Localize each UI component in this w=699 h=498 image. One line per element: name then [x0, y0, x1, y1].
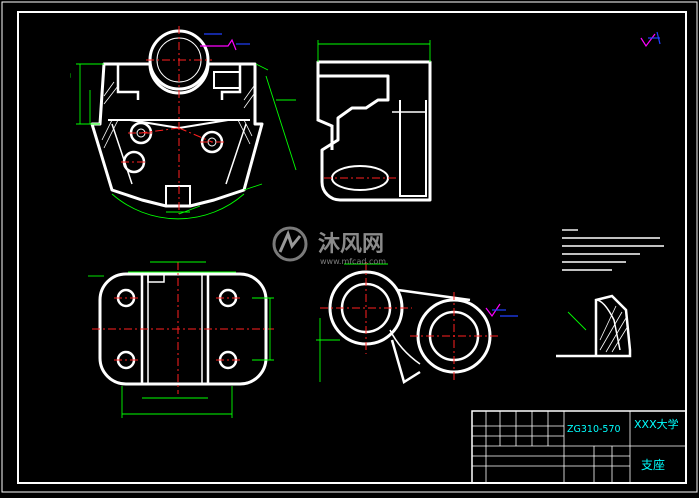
school-label: XXX大学 — [634, 417, 679, 431]
watermark: 沐风网 www.mfcad.com — [272, 226, 386, 266]
svg-text:—: — — [68, 73, 74, 78]
top-view — [88, 261, 274, 418]
title-block: ZG310-570 XXX大学 支座 — [471, 410, 687, 484]
roughness-symbol-front — [200, 33, 250, 51]
section-view — [316, 262, 518, 384]
watermark-url: www.mfcad.com — [320, 257, 386, 266]
part-name-label: 支座 — [641, 457, 665, 472]
roughness-symbol-top — [640, 31, 661, 48]
side-view — [316, 40, 432, 202]
detail-section — [556, 294, 632, 358]
material-label: ZG310-570 — [567, 424, 621, 435]
front-view: — — [68, 26, 297, 220]
watermark-brand: 沐风网 — [318, 232, 384, 257]
technical-notes — [562, 229, 664, 271]
roughness-symbol-section — [485, 303, 518, 318]
